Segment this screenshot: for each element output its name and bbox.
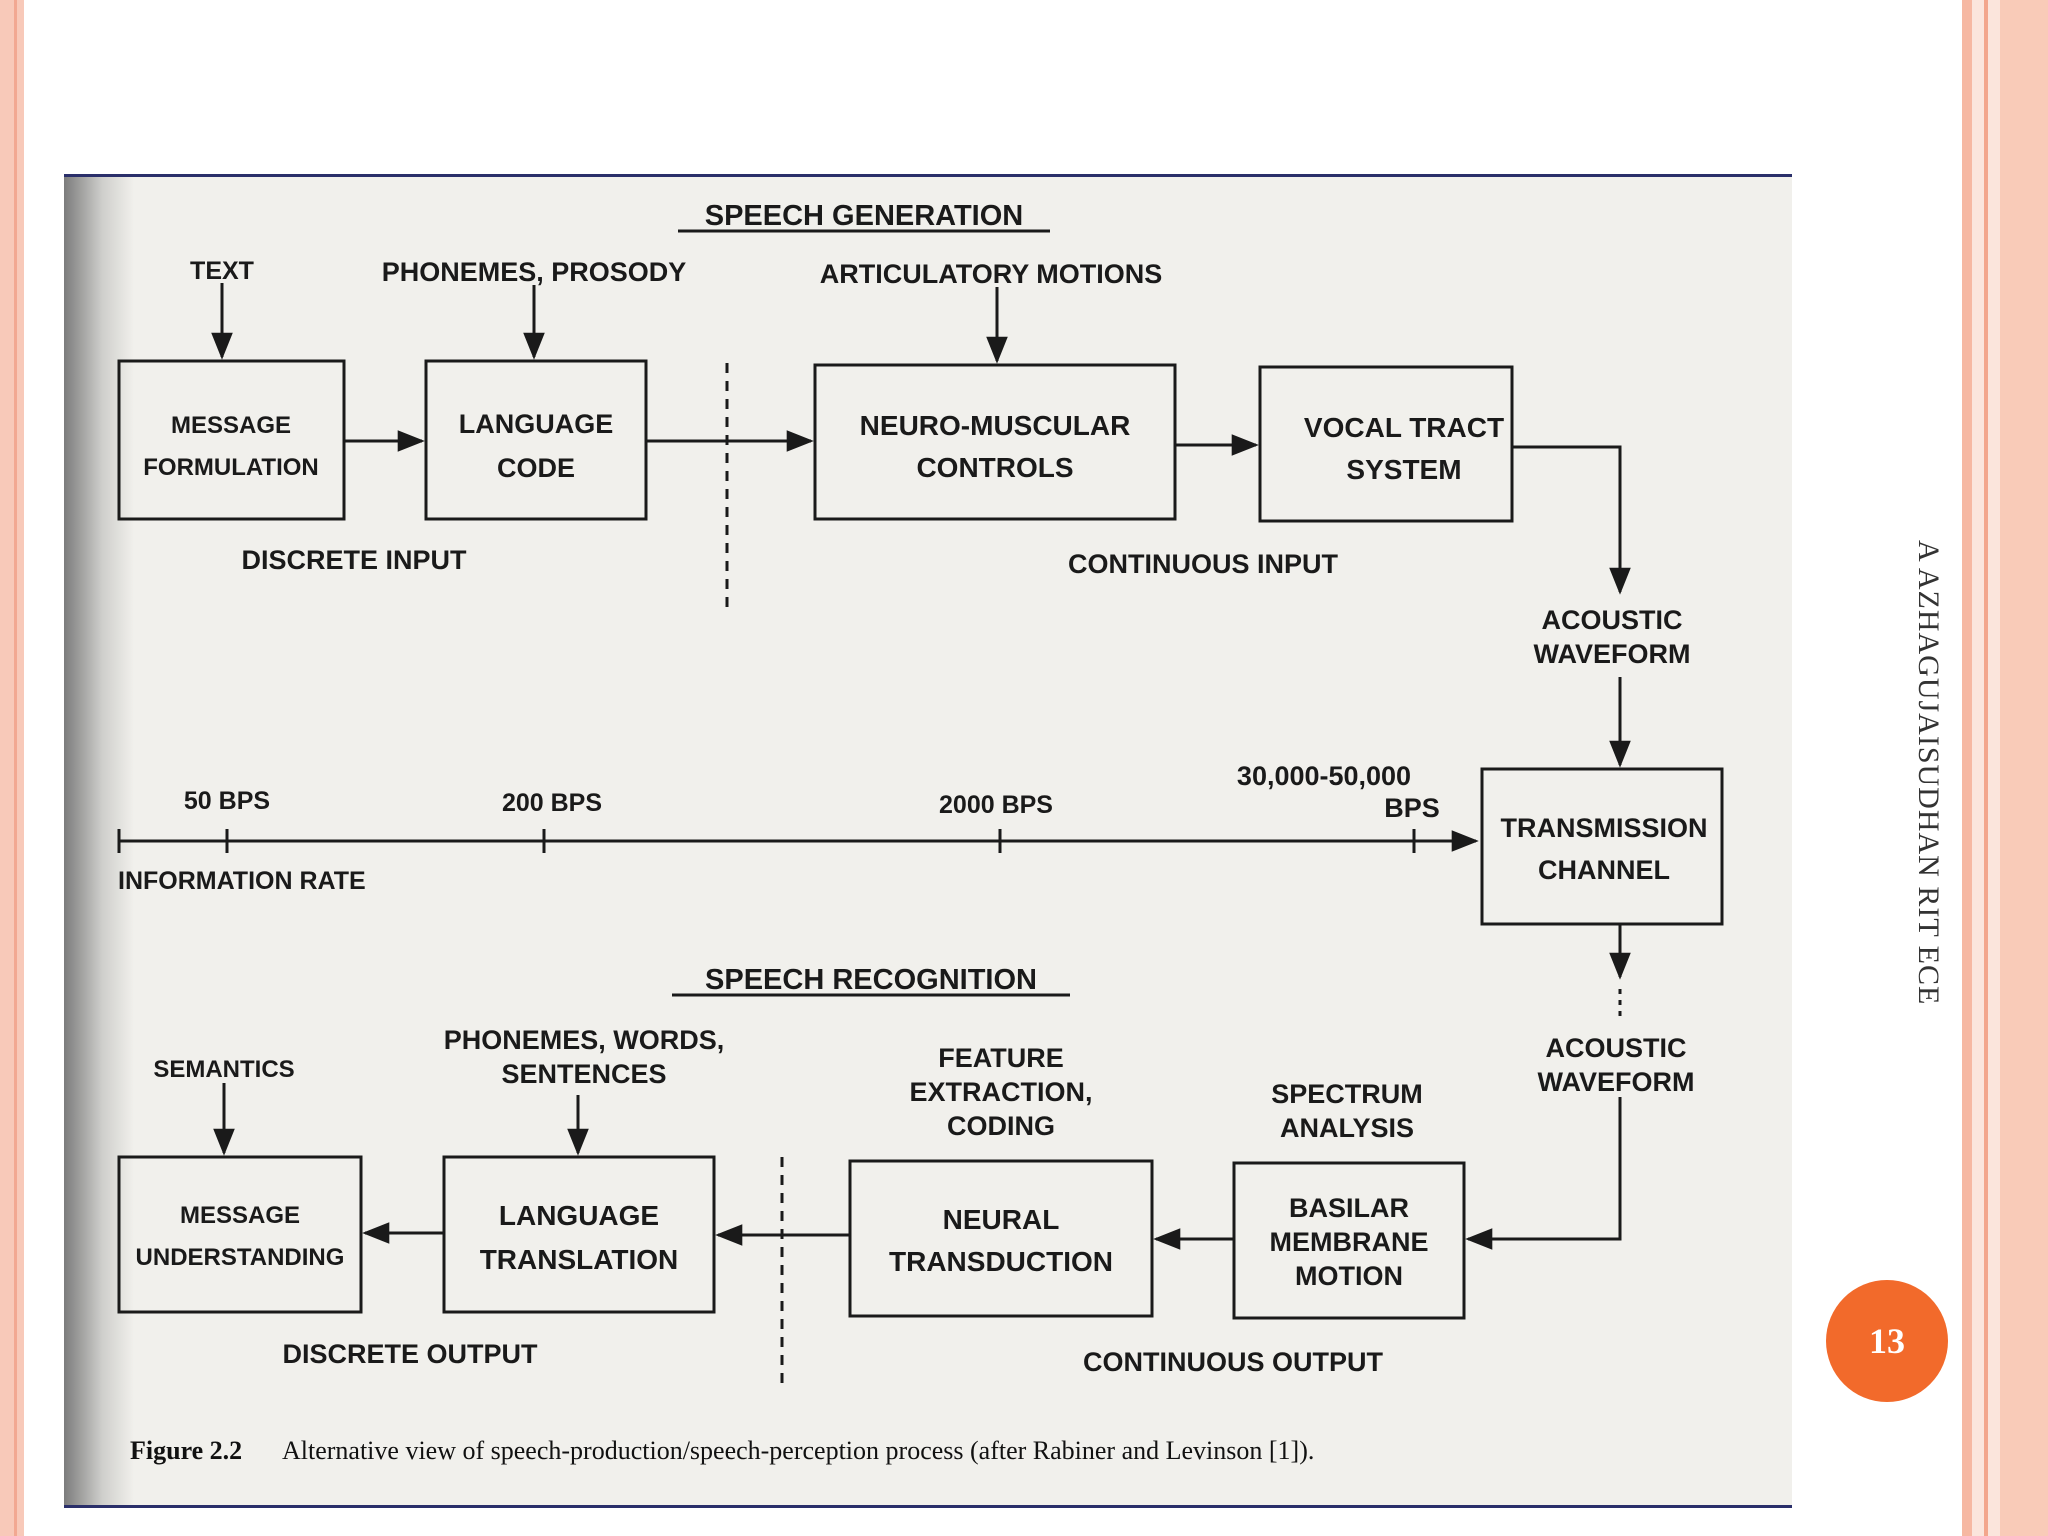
tick-label-50: 50 BPS <box>184 787 270 815</box>
arrow-waveform-to-basilar <box>1465 1097 1622 1250</box>
label-phonemes-words-1: PHONEMES, WORDS, <box>444 1025 725 1055</box>
box-text-transmission-1: TRANSMISSION <box>1500 813 1707 843</box>
slide-right-stripe-outer <box>2000 0 2048 1536</box>
label-discrete-input: DISCRETE INPUT <box>241 545 467 575</box>
label-discrete-output: DISCRETE OUTPUT <box>282 1339 538 1369</box>
info-rate-label: INFORMATION RATE <box>118 867 366 895</box>
label-phonemes-prosody: PHONEMES, PROSODY <box>382 257 687 287</box>
box-text-neural-transduction-2: TRANSDUCTION <box>889 1246 1113 1277</box>
tick-label-200: 200 BPS <box>502 789 602 817</box>
label-acoustic-waveform-bottom-2: WAVEFORM <box>1538 1067 1695 1097</box>
caption-prefix: Figure 2.2 <box>130 1436 242 1465</box>
box-text-vocal-tract-2: SYSTEM <box>1346 454 1461 485</box>
box-text-basilar-2: MEMBRANE <box>1270 1227 1429 1257</box>
box-text-vocal-tract-1: VOCAL TRACT <box>1304 412 1504 443</box>
box-text-message-formulation-2: FORMULATION <box>143 454 319 481</box>
tick-label-30000-1: 30,000-50,000 <box>1237 761 1411 791</box>
tick-label-30000-2: BPS <box>1384 793 1440 823</box>
speech-process-figure: SPEECH GENERATION SPEECH RECOGNITION TEX… <box>64 174 1792 1508</box>
box-text-basilar-3: MOTION <box>1295 1261 1403 1291</box>
box-neural-transduction <box>848 1159 1154 1318</box>
label-acoustic-waveform-top-1: ACOUSTIC <box>1542 605 1683 635</box>
box-text-neuro-muscular-1: NEURO-MUSCULAR <box>860 410 1131 441</box>
label-acoustic-waveform-bottom-1: ACOUSTIC <box>1546 1033 1687 1063</box>
author-side-label: A AZHAGUJAISUDHAN RIT ECE <box>1912 540 1945 1006</box>
box-vocal-tract <box>1258 365 1514 523</box>
box-text-language-code-2: CODE <box>497 453 575 483</box>
label-feature-extraction-3: CODING <box>947 1111 1055 1141</box>
recognition-title: SPEECH RECOGNITION <box>705 964 1037 996</box>
label-phonemes-words-2: SENTENCES <box>501 1059 666 1089</box>
slide-right-stripe-thin <box>1984 0 1988 1536</box>
label-spectrum-analysis-2: ANALYSIS <box>1280 1113 1414 1143</box>
label-feature-extraction-1: FEATURE <box>938 1043 1064 1073</box>
slide-right-stripe <box>1962 0 1972 1536</box>
box-text-message-formulation-1: MESSAGE <box>171 412 291 439</box>
label-text: TEXT <box>190 257 254 285</box>
box-neuro-muscular <box>813 363 1177 521</box>
tick-label-2000: 2000 BPS <box>939 791 1053 819</box>
box-text-language-code-1: LANGUAGE <box>459 409 614 439</box>
box-text-language-translation-1: LANGUAGE <box>499 1200 659 1231</box>
caption-text: Alternative view of speech-production/sp… <box>282 1436 1314 1465</box>
speech-diagram-svg: SPEECH GENERATION SPEECH RECOGNITION TEX… <box>117 200 1724 1465</box>
slide-left-border <box>0 0 24 1536</box>
box-language-translation <box>442 1155 716 1314</box>
page-number-badge: 13 <box>1826 1280 1948 1402</box>
generation-title: SPEECH GENERATION <box>705 200 1024 232</box>
box-text-basilar-1: BASILAR <box>1289 1193 1409 1223</box>
box-message-formulation <box>117 359 346 521</box>
box-transmission-channel <box>1480 767 1724 926</box>
box-message-understanding <box>117 1155 363 1314</box>
box-text-neural-transduction-1: NEURAL <box>943 1204 1060 1235</box>
label-semantics: SEMANTICS <box>153 1056 294 1083</box>
box-text-message-understanding-2: UNDERSTANDING <box>136 1244 345 1271</box>
slide-left-border-line <box>14 0 17 1536</box>
box-text-message-understanding-1: MESSAGE <box>180 1202 300 1229</box>
label-feature-extraction-2: EXTRACTION, <box>909 1077 1092 1107</box>
box-text-transmission-2: CHANNEL <box>1538 855 1670 885</box>
label-continuous-output: CONTINUOUS OUTPUT <box>1083 1347 1384 1377</box>
label-continuous-input: CONTINUOUS INPUT <box>1068 549 1339 579</box>
box-language-code <box>424 359 648 521</box>
box-text-neuro-muscular-2: CONTROLS <box>916 452 1073 483</box>
label-spectrum-analysis-1: SPECTRUM <box>1271 1079 1423 1109</box>
label-articulatory-motions: ARTICULATORY MOTIONS <box>820 259 1163 289</box>
label-acoustic-waveform-top-2: WAVEFORM <box>1534 639 1691 669</box>
arrow-vt-to-waveform <box>1512 445 1631 595</box>
box-text-language-translation-2: TRANSLATION <box>480 1244 679 1275</box>
